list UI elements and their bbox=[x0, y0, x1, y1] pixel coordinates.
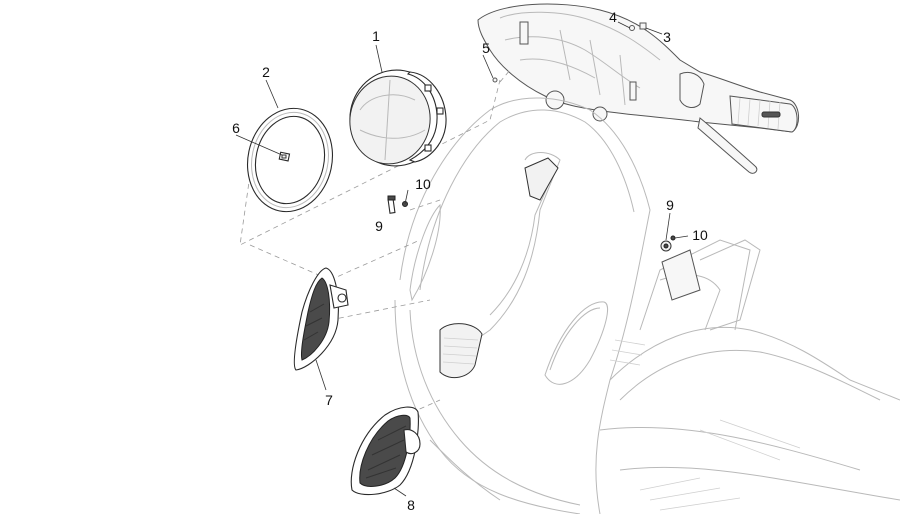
callout-10-right: 10 bbox=[692, 227, 708, 243]
callout-3: 3 bbox=[663, 29, 671, 45]
callout-9-right: 9 bbox=[666, 197, 674, 213]
part-2-headlamp-trim-ring bbox=[246, 107, 334, 213]
front-shield-body bbox=[394, 97, 900, 514]
part-7-turn-indicator bbox=[293, 267, 349, 371]
callout-leader-lines bbox=[235, 21, 689, 497]
part-8-side-grille bbox=[350, 406, 421, 496]
callout-9-left: 9 bbox=[375, 218, 383, 234]
callout-5: 5 bbox=[482, 40, 490, 56]
part-6-clip bbox=[278, 151, 291, 162]
part-9-fastener-right bbox=[660, 240, 672, 252]
callout-7: 7 bbox=[325, 392, 333, 408]
part-1-headlamp-unit bbox=[349, 69, 447, 167]
callout-8: 8 bbox=[407, 497, 415, 513]
part-10-fastener-right bbox=[670, 235, 676, 241]
callout-6: 6 bbox=[232, 120, 240, 136]
assembly-guide-lines bbox=[239, 69, 511, 421]
callout-10-left: 10 bbox=[415, 176, 431, 192]
handlebar-assembly bbox=[477, 3, 799, 174]
callout-4: 4 bbox=[609, 9, 617, 25]
callout-2: 2 bbox=[262, 64, 270, 80]
callout-1: 1 bbox=[372, 28, 380, 44]
part-9-screw-left bbox=[387, 195, 396, 214]
